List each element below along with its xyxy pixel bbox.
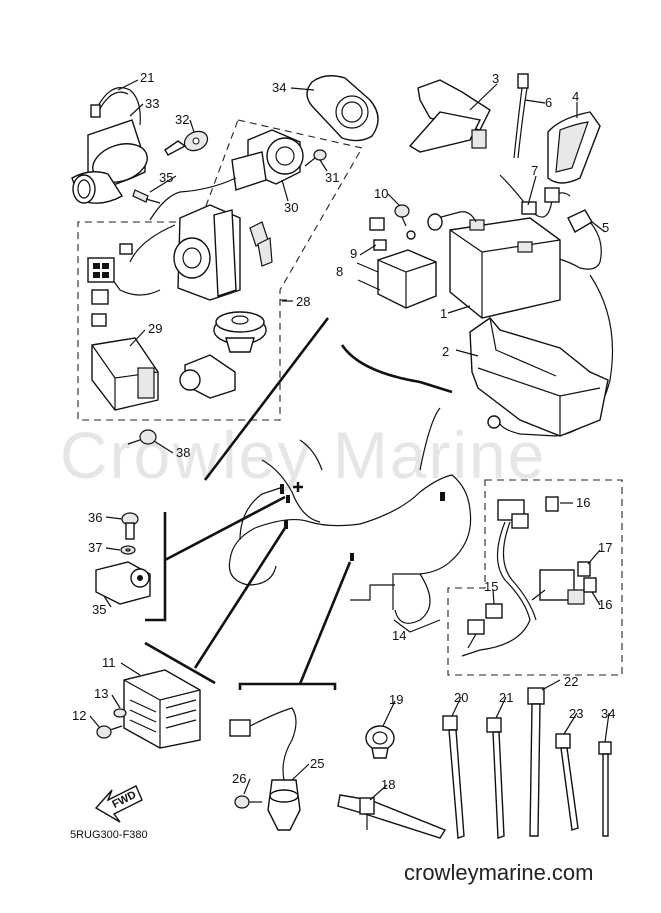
part-harness-14 [461, 499, 585, 657]
part-band-6 [513, 73, 529, 159]
callout-30: 32 [175, 112, 189, 127]
part-sensor-24 [229, 707, 301, 831]
watermark: Crowley Marine [60, 418, 546, 492]
callout-8: 8 [336, 264, 343, 279]
callout-31: 33 [145, 96, 159, 111]
part-bolt-25 [234, 795, 262, 809]
callout-29: 31 [325, 170, 339, 185]
callout-5: 5 [602, 220, 609, 235]
part-ignition-cylinder-28 [149, 129, 304, 221]
part-bolt-12 [96, 725, 123, 739]
callout-3: 3 [492, 71, 499, 86]
part-washer-37 [120, 545, 136, 555]
callout-28: 30 [284, 200, 298, 215]
callout-21: 21 [499, 690, 513, 705]
callout-2: 2 [442, 344, 449, 359]
part-relay-31 [71, 119, 148, 204]
callout-36: 36 [88, 510, 102, 525]
part-sensor-35 [95, 561, 151, 605]
callout-6: 6 [545, 95, 552, 110]
part-connectors-left [87, 243, 133, 327]
callout-20: 20 [454, 690, 468, 705]
part-sensor [179, 354, 236, 399]
part-bracket-3 [408, 79, 491, 153]
part-cable-tie-20 [442, 715, 465, 839]
callout-10: 10 [374, 186, 388, 201]
part-main-switch-26 [109, 204, 273, 301]
part-cover-4 [547, 111, 601, 184]
callout-25: 26 [232, 771, 246, 786]
callout-16-top: 16 [576, 495, 590, 510]
part-cable-tie-23b [555, 733, 579, 831]
callout-4: 4 [572, 89, 579, 104]
callout-13: 13 [94, 686, 108, 701]
part-relay-8 [369, 217, 437, 309]
part-cable-band-23 [90, 87, 141, 126]
part-cable-tie-21 [486, 717, 505, 839]
part-battery-1 [429, 211, 561, 319]
part-screw-29 [304, 149, 327, 167]
part-fuse-17 [577, 561, 591, 577]
part-cable-tie-34 [598, 741, 612, 837]
part-screw-33 [132, 189, 161, 204]
motorcycle-connector-marks [280, 482, 445, 561]
part-fuse-16b [583, 577, 597, 593]
callout-22: 22 [564, 674, 578, 689]
callout-14: 14 [392, 628, 406, 643]
website-footer: crowleymarine.com [404, 860, 594, 885]
part-wire-7 [499, 174, 571, 218]
part-fuse-16a [545, 496, 559, 512]
part-cover-32 [306, 75, 379, 142]
group-box-left [77, 119, 363, 421]
callout-11: 11 [102, 655, 116, 670]
part-cdi-unit-27 [91, 337, 159, 411]
part-bolt-38 [127, 429, 157, 445]
callout-15: 15 [484, 579, 498, 594]
part-cable-tie-22 [527, 687, 545, 837]
callout-9: 9 [350, 246, 357, 261]
part-bolt-36 [121, 512, 139, 540]
group-box-right [447, 479, 623, 676]
callout-27: 29 [148, 321, 162, 336]
part-key-30 [164, 130, 209, 156]
callout-23-top: 21 [140, 70, 154, 85]
callout-23-bottom: 23 [569, 706, 583, 721]
drawing-code: 5RUG300-F380 [70, 829, 148, 841]
leader-lines [89, 79, 610, 801]
part-holder-18 [337, 794, 447, 839]
callout-26: 28 [296, 294, 310, 309]
part-rectifier-11 [123, 669, 201, 749]
callout-7: 7 [531, 163, 538, 178]
motorcycle-outline [228, 407, 472, 624]
callout-35: 35 [92, 602, 106, 617]
callout-37: 37 [88, 540, 102, 555]
callout-16-bottom: 16 [598, 597, 612, 612]
callout-32: 34 [272, 80, 286, 95]
callout-1: 1 [440, 306, 447, 321]
part-battery-box-2 [469, 317, 609, 437]
callout-18: 18 [381, 777, 395, 792]
part-clamp-19 [365, 725, 395, 759]
callout-24: 25 [310, 756, 324, 771]
fwd-arrow-icon: FWD [94, 785, 143, 823]
callout-34: 34 [601, 706, 615, 721]
callout-17: 17 [598, 540, 612, 555]
callout-12: 12 [72, 708, 86, 723]
part-lock-cap [213, 311, 267, 353]
callout-19: 19 [389, 692, 403, 707]
callout-33: 35 [159, 170, 173, 185]
part-washer-13 [113, 708, 127, 718]
part-connector-15 [485, 603, 503, 619]
callout-38: 38 [176, 445, 190, 460]
connector-lines [144, 317, 453, 690]
callout-labels: 21 33 32 35 34 30 31 3 6 4 7 5 10 9 8 1 … [72, 70, 615, 792]
part-bolt-10 [394, 204, 443, 240]
